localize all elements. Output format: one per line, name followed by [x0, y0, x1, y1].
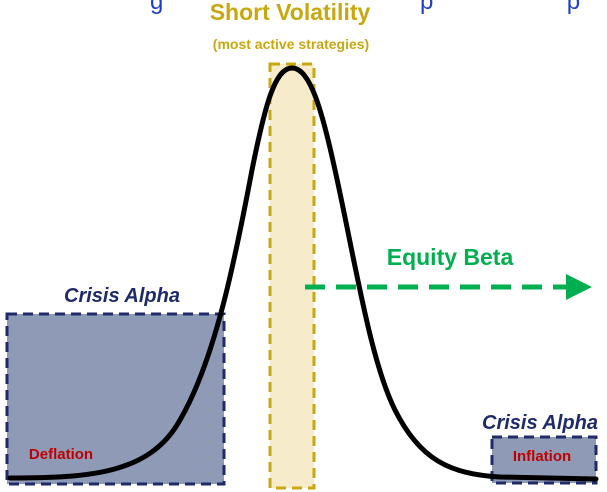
inflation-label: Inflation: [513, 448, 571, 465]
equity-beta-label: Equity Beta: [387, 244, 514, 270]
equity-beta-arrowhead: [566, 274, 592, 300]
short-volatility-band: [268, 62, 316, 490]
deflation-label: Deflation: [29, 446, 93, 463]
short-volatility-title: Short Volatility: [210, 0, 371, 25]
return-distribution-curve: [7, 65, 599, 482]
crisis-alpha-left-title: Crisis Alpha: [64, 285, 180, 307]
crisis-alpha-right-title: Crisis Alpha: [482, 412, 598, 434]
top-cut-text-right: p p: [420, 0, 580, 15]
top-cut-text-left: g: [150, 0, 163, 15]
short-volatility-subtitle: (most active strategies): [213, 36, 369, 52]
crisis-alpha-deflation-box: [5, 312, 226, 486]
